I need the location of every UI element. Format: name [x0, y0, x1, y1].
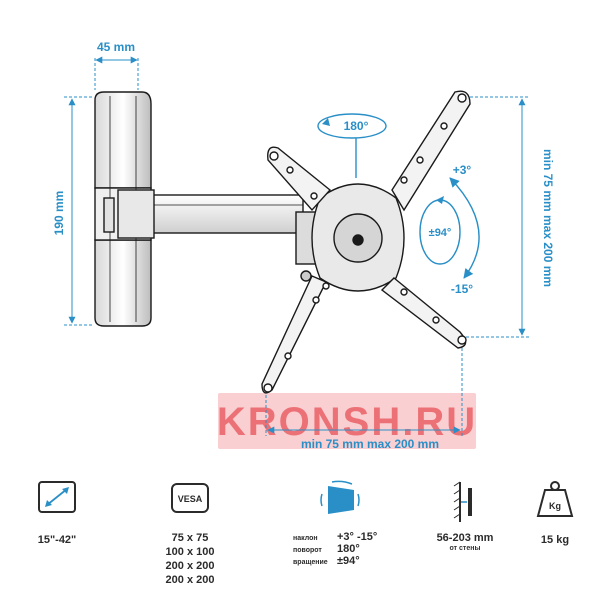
swivel-indicator: [317, 113, 387, 178]
rotation-value: ±94°: [337, 555, 360, 567]
spec-motion: наклон +3° -15° поворот 180° вращение ±94°: [285, 480, 395, 567]
watermark-text: KRONSH.RU: [217, 400, 477, 444]
spec-screen-size: 15"-42": [22, 480, 92, 547]
tilt-indicator: [449, 177, 480, 279]
width-label: 45 mm: [97, 40, 135, 54]
tilt-screen-icon: [320, 480, 360, 514]
vesa-horizontal-dimension: [265, 348, 463, 436]
swing-arm: [117, 189, 317, 282]
screen-size-value: 15"-42": [37, 534, 77, 546]
spec-weight: Kg 15 kg: [525, 480, 585, 547]
vesa-icon: VESA: [171, 483, 209, 513]
wall-distance-value: 56-203 mm: [436, 532, 494, 544]
vesa-size-3: 200 x 200: [165, 560, 215, 572]
height-label: 190 mm: [52, 191, 66, 236]
rotation-key: вращение: [293, 559, 328, 566]
swivel-value: 180°: [337, 543, 360, 555]
vesa-horizontal-label: min 75 mm max 200 mm: [301, 437, 439, 451]
wall-distance-sub: от стены: [449, 545, 481, 552]
weight-badge: Kg: [549, 501, 561, 511]
vesa-plate: [261, 90, 471, 394]
vesa-vertical-dimension: [466, 96, 530, 338]
height-dimension: [64, 96, 94, 326]
vesa-size-2: 100 x 100: [165, 546, 215, 558]
vesa-size-1: 75 x 75: [171, 532, 209, 544]
rotation-label: ±94°: [429, 227, 452, 239]
vesa-vertical-label: min 75 mm max 200 mm: [541, 149, 555, 287]
spec-vesa: VESA 75 x 75 100 x 100 200 x 200 200 x 2…: [145, 480, 235, 587]
watermark: KRONSH.RU: [217, 393, 477, 449]
weight-icon: Kg: [536, 481, 574, 517]
tilt-up-label: +3°: [453, 163, 472, 177]
spec-bar: 15"-42" VESA 75 x 75 100 x 100 200 x 200…: [0, 478, 600, 600]
swivel-key: поворот: [293, 547, 322, 554]
vesa-badge: VESA: [178, 494, 203, 504]
tilt-key: наклон: [293, 535, 318, 542]
width-dimension: [94, 56, 139, 90]
wall-distance-icon: [453, 481, 472, 522]
swivel-label: 180°: [344, 119, 369, 133]
diagonal-screen-icon: [38, 481, 76, 513]
tilt-value: +3° -15°: [337, 531, 378, 543]
weight-value: 15 kg: [540, 534, 570, 546]
tilt-down-label: -15°: [451, 282, 473, 296]
vesa-size-4: 200 x 200: [165, 574, 215, 586]
spec-wall-distance: 56-203 mm от стены: [425, 480, 505, 552]
